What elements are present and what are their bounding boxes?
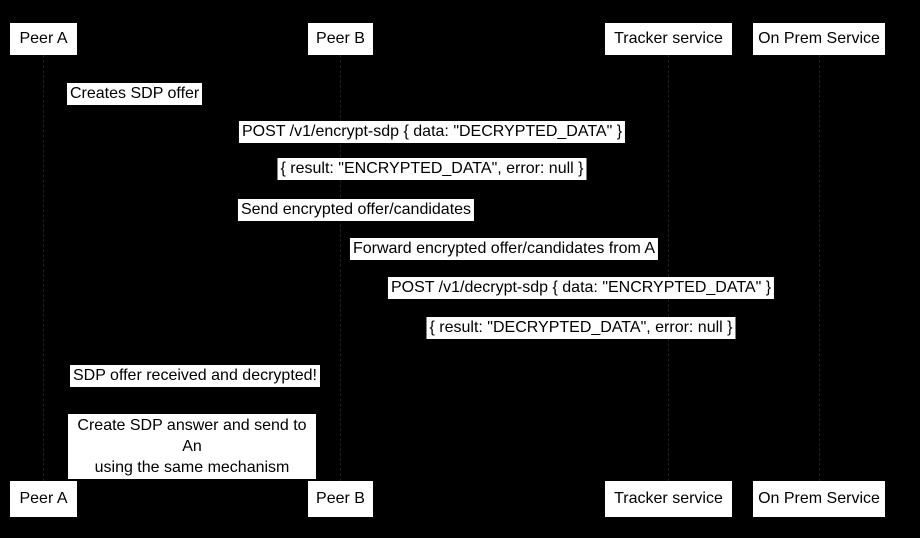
- lifeline-tracker-service: [668, 55, 669, 481]
- actor-tracker-service-bottom: Tracker service: [605, 481, 732, 517]
- message-forward-encrypted-offer: Forward encrypted offer/candidates from …: [349, 238, 659, 260]
- actor-tracker-service-top: Tracker service: [605, 23, 732, 55]
- actor-on-prem-service-bottom: On Prem Service: [753, 481, 885, 517]
- actor-peer-b-bottom: Peer B: [308, 481, 373, 517]
- note-create-sdp-answer: Create SDP answer and send to An using t…: [68, 414, 316, 479]
- reply-encrypt-result: { result: "ENCRYPTED_DATA", error: null …: [277, 158, 587, 180]
- message-post-encrypt-sdp: POST /v1/encrypt-sdp { data: "DECRYPTED_…: [238, 121, 626, 143]
- note-creates-sdp-offer: Creates SDP offer: [67, 83, 203, 105]
- actor-on-prem-service-top: On Prem Service: [753, 23, 885, 55]
- actor-peer-b-top: Peer B: [308, 23, 373, 55]
- lifeline-on-prem-service: [819, 55, 820, 481]
- note-sdp-offer-received: SDP offer received and decrypted!: [70, 365, 320, 387]
- actor-peer-a-top: Peer A: [10, 23, 77, 55]
- lifeline-peer-a: [43, 55, 44, 481]
- message-post-decrypt-sdp: POST /v1/decrypt-sdp { data: "ENCRYPTED_…: [387, 277, 775, 299]
- reply-decrypt-result: { result: "DECRYPTED_DATA", error: null …: [426, 317, 736, 339]
- lifeline-peer-b: [340, 55, 341, 481]
- actor-peer-a-bottom: Peer A: [10, 481, 77, 517]
- message-send-encrypted-offer: Send encrypted offer/candidates: [237, 199, 475, 221]
